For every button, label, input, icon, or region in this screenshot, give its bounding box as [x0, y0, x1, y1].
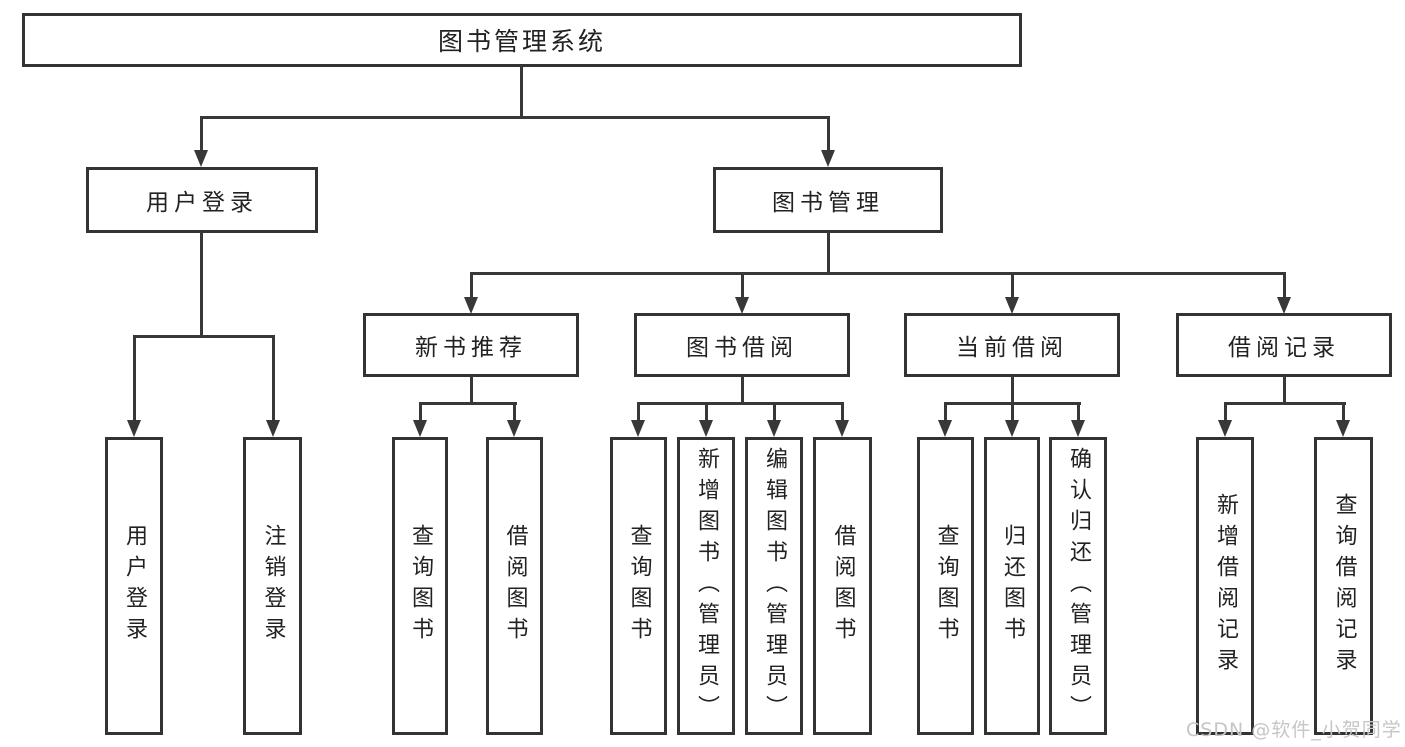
- connector-line: [827, 116, 830, 152]
- connector-line: [1283, 272, 1286, 300]
- connector-line: [470, 272, 1286, 275]
- connector-line: [272, 335, 275, 423]
- leaf-query-book-3: 查询图书: [917, 437, 974, 735]
- arrowhead-down: [699, 420, 713, 437]
- leaf-query-book-1: 查询图书: [392, 437, 448, 735]
- connector-line: [520, 65, 523, 119]
- connector-line: [705, 402, 708, 424]
- csdn-watermark: CSDN @软件_小贺同学: [1186, 719, 1402, 741]
- node-book-borrow: 图书借阅: [634, 313, 850, 377]
- leaf-edit-book-admin: 编辑图书（管理员）: [745, 437, 803, 735]
- connector-line: [470, 272, 473, 300]
- arrowhead-down: [821, 150, 835, 167]
- node-book-management: 图书管理: [713, 167, 943, 233]
- leaf-query-borrow-record: 查询借阅记录: [1314, 437, 1373, 735]
- leaf-borrow-book-2: 借阅图书: [813, 437, 872, 735]
- leaf-confirm-return-admin: 确认归还（管理员）: [1049, 437, 1107, 735]
- connector-line: [637, 402, 844, 405]
- connector-line: [513, 402, 516, 424]
- arrowhead-down: [413, 420, 427, 437]
- arrowhead-down: [507, 420, 521, 437]
- connector-line: [1011, 375, 1014, 405]
- arrowhead-down: [1336, 420, 1350, 437]
- arrowhead-down: [1005, 297, 1019, 314]
- connector-line: [1224, 402, 1346, 405]
- connector-line: [637, 402, 640, 424]
- arrowhead-down: [266, 420, 280, 437]
- node-root: 图书管理系统: [22, 13, 1022, 67]
- connector-line: [1077, 402, 1080, 424]
- leaf-logout: 注销登录: [243, 437, 302, 735]
- connector-line: [944, 402, 947, 424]
- connector-line: [741, 272, 744, 300]
- connector-line: [1224, 402, 1227, 424]
- node-new-book-recommend: 新书推荐: [363, 313, 579, 377]
- arrowhead-down: [631, 420, 645, 437]
- connector-line: [200, 231, 203, 338]
- connector-line: [1011, 272, 1014, 300]
- arrowhead-down: [1071, 420, 1085, 437]
- connector-line: [200, 116, 203, 152]
- connector-line: [741, 375, 744, 405]
- arrowhead-down: [127, 420, 141, 437]
- connector-line: [133, 335, 136, 423]
- arrowhead-down: [938, 420, 952, 437]
- connector-line: [1342, 402, 1345, 424]
- arrowhead-down: [1005, 420, 1019, 437]
- arrowhead-down: [1277, 297, 1291, 314]
- connector-line: [200, 116, 830, 119]
- connector-line: [470, 375, 473, 405]
- node-user-login: 用户登录: [86, 167, 318, 233]
- connector-line: [133, 335, 275, 338]
- connector-line: [419, 402, 517, 405]
- leaf-return-book: 归还图书: [984, 437, 1040, 735]
- connector-line: [1011, 402, 1014, 424]
- connector-line: [827, 231, 830, 275]
- arrowhead-down: [1218, 420, 1232, 437]
- connector-line: [773, 402, 776, 424]
- arrowhead-down: [464, 297, 478, 314]
- arrowhead-down: [835, 420, 849, 437]
- node-current-borrow: 当前借阅: [904, 313, 1120, 377]
- leaf-add-book-admin: 新增图书（管理员）: [677, 437, 735, 735]
- arrowhead-down: [767, 420, 781, 437]
- arrowhead-down: [194, 150, 208, 167]
- node-borrow-records: 借阅记录: [1176, 313, 1392, 377]
- leaf-borrow-book-1: 借阅图书: [486, 437, 543, 735]
- connector-line: [419, 402, 422, 424]
- leaf-user-login: 用户登录: [105, 437, 163, 735]
- leaf-add-borrow-record: 新增借阅记录: [1196, 437, 1254, 735]
- leaf-query-book-2: 查询图书: [610, 437, 667, 735]
- connector-line: [841, 402, 844, 424]
- connector-line: [1283, 375, 1286, 405]
- arrowhead-down: [735, 297, 749, 314]
